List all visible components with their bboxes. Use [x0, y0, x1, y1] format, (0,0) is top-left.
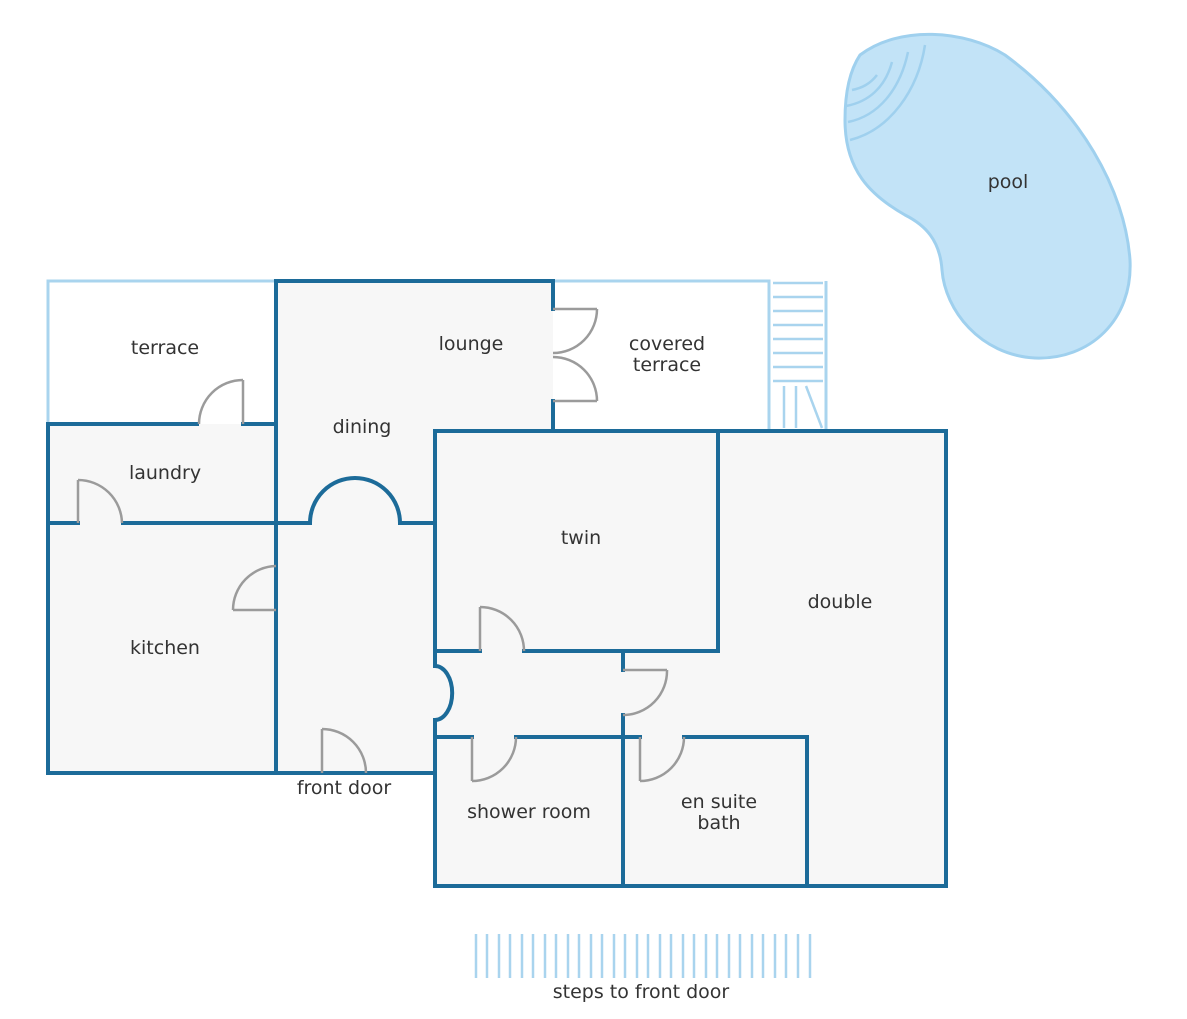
label-shower-room: shower room	[467, 801, 591, 823]
label-covered-terrace-1: covered	[629, 333, 705, 355]
pool-shape	[843, 32, 1132, 360]
door-kitchen	[231, 564, 277, 612]
label-dining: dining	[333, 416, 392, 438]
label-kitchen: kitchen	[130, 637, 200, 659]
labels: terrace lounge covered terrace dining la…	[129, 171, 1028, 1003]
label-covered-terrace-2: terrace	[633, 354, 701, 376]
label-terrace: terrace	[131, 337, 199, 359]
covered-terrace-outline	[553, 279, 771, 431]
walls	[46, 279, 948, 888]
label-twin: twin	[561, 527, 601, 549]
label-en-suite-2: bath	[697, 812, 740, 834]
door-shower	[470, 736, 518, 783]
door-front	[320, 727, 368, 774]
pool-ripples	[845, 44, 927, 142]
label-laundry: laundry	[129, 462, 201, 484]
label-front-door: front door	[297, 777, 392, 799]
terrace-outline	[46, 279, 276, 424]
label-en-suite-1: en suite	[681, 791, 757, 813]
door-terrace	[197, 378, 245, 425]
door-covered-terrace	[552, 307, 599, 403]
door-double	[622, 668, 669, 717]
door-laundry	[76, 478, 124, 524]
wall-hall-bump	[432, 663, 455, 723]
terrace-steps	[773, 281, 824, 429]
pool	[843, 32, 1132, 360]
label-steps: steps to front door	[553, 981, 730, 1003]
room-fills	[48, 281, 946, 886]
door-twin	[478, 605, 526, 652]
doors	[76, 307, 686, 783]
outdoor-outlines	[46, 279, 828, 431]
label-double: double	[808, 591, 873, 613]
label-pool: pool	[988, 171, 1029, 193]
wall-dining-arch	[307, 476, 403, 526]
door-ensuite	[638, 736, 686, 783]
front-steps	[474, 934, 812, 978]
label-lounge: lounge	[439, 333, 504, 355]
